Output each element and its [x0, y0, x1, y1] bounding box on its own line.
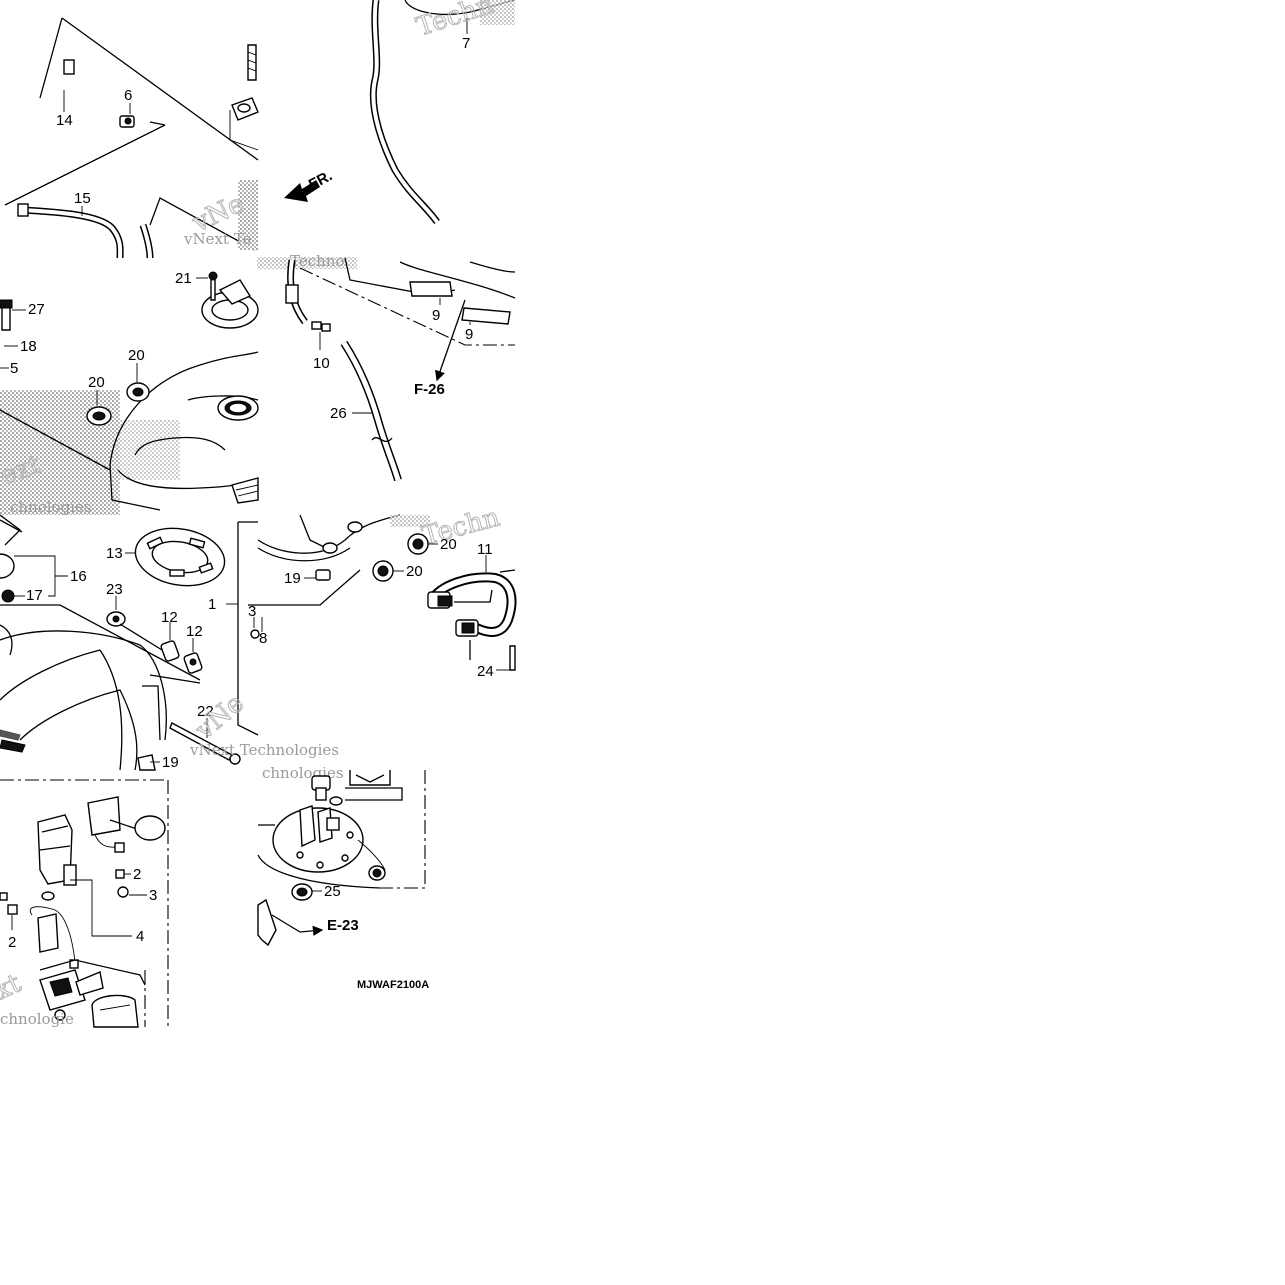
callout-3b: 3 — [149, 887, 157, 904]
watermark-text: chnologies — [262, 764, 344, 782]
tile-lower-right: Techn 20 20 19 3 8 — [248, 502, 517, 680]
watermark-text: chnologies — [10, 498, 92, 516]
part-11-hose — [427, 569, 517, 660]
callout-25: 25 — [324, 883, 341, 900]
callout-14: 14 — [56, 112, 73, 129]
callout-19b: 19 — [284, 570, 301, 587]
callout-2a: 2 — [133, 866, 141, 883]
callout-2b: 2 — [8, 934, 16, 951]
callout-17: 17 — [26, 587, 43, 604]
callout-20d: 20 — [406, 563, 423, 580]
callout-21: 21 — [175, 270, 192, 287]
callout-1: 1 — [208, 596, 216, 613]
callout-8: 8 — [259, 630, 267, 647]
callout-11: 11 — [477, 541, 493, 558]
reference-e23: E-23 — [327, 917, 359, 934]
callout-18: 18 — [20, 338, 37, 355]
callout-3a: 3 — [248, 603, 256, 620]
callout-23: 23 — [106, 581, 123, 598]
watermark-text: Techno — [290, 252, 344, 270]
callout-6: 6 — [124, 87, 132, 104]
callout-12a: 12 — [161, 609, 178, 626]
front-direction-arrow: FR. — [284, 167, 335, 202]
callout-22: 22 — [197, 703, 214, 720]
tile-bottom-right: chnologies 25 E — [257, 764, 429, 991]
callout-5: 5 — [10, 360, 18, 377]
watermark-text: vNext Te — [183, 230, 252, 248]
watermark-fragment: xt — [0, 968, 26, 1006]
watermark-text: chnologie — [0, 1010, 74, 1028]
callout-19a: 19 — [162, 754, 179, 771]
watermark-text: vNext Technologies — [189, 741, 339, 759]
reference-f26: F-26 — [414, 381, 445, 398]
tile-middle-right: Techno 9 9 F-26 10 26 — [257, 252, 516, 482]
callout-7: 7 — [462, 35, 470, 52]
part-13-ring — [134, 527, 226, 587]
callout-4: 4 — [136, 928, 144, 945]
watermark-fragment: Techn — [413, 0, 497, 43]
diagram-code: MJWAF2100A — [357, 979, 429, 991]
callout-9a: 9 — [432, 307, 440, 324]
pump-base-plate — [272, 805, 386, 881]
tile-bottom-left: 2 3 4 2 xt chnologie — [0, 779, 169, 1028]
callout-12b: 12 — [186, 623, 203, 640]
callout-9b: 9 — [465, 326, 473, 343]
tile-lower-left: 17 16 13 23 12 — [0, 514, 339, 771]
tile-top-right: 7 Techn FR. — [284, 0, 516, 225]
callout-20b: 20 — [128, 347, 145, 364]
callout-15: 15 — [74, 190, 91, 207]
callout-20c: 20 — [440, 536, 457, 553]
callout-10: 10 — [313, 355, 330, 372]
callout-27: 27 — [28, 301, 45, 318]
callout-24: 24 — [477, 663, 494, 680]
callout-16: 16 — [70, 568, 87, 585]
tile-middle-left: 21 27 18 5 20 20 ext chnologies — [0, 270, 259, 516]
tile-top-left: vNext Te vNe 14 6 15 — [4, 17, 259, 259]
callout-26: 26 — [330, 405, 347, 422]
callout-20a: 20 — [88, 374, 105, 391]
callout-13: 13 — [106, 545, 123, 562]
